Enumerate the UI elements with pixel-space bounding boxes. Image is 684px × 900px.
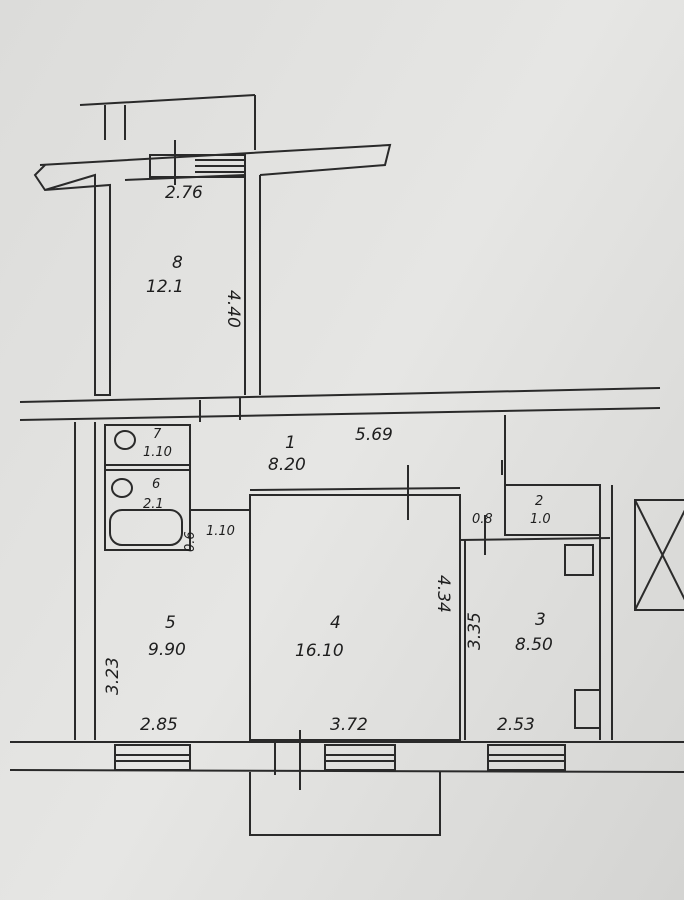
room4-width: 3.72 (330, 715, 368, 735)
room1-number: 1 (285, 433, 296, 453)
room4-number: 4 (330, 613, 341, 633)
room6-area: 2.1 (143, 497, 164, 512)
room5-area: 9.90 (148, 640, 186, 660)
room8-area: 12.1 (146, 277, 184, 297)
room2-area: 1.0 (530, 512, 551, 527)
room7-area: 1.10 (143, 445, 172, 460)
room4-area: 16.10 (295, 641, 344, 661)
room3-length: 3.35 (465, 612, 485, 650)
labels: 2.76 8 12.1 4.40 7 1.10 6 2.1 0.6 1.10 1… (103, 183, 553, 735)
room2-number: 2 (535, 494, 543, 509)
corridor-small-dim: 0.6 (183, 531, 198, 552)
room5-width: 2.85 (140, 715, 178, 735)
room1-area: 8.20 (268, 455, 306, 475)
hall-length: 5.69 (355, 425, 393, 445)
room2-small-dim: 0.8 (472, 512, 493, 527)
room8-number: 8 (172, 253, 183, 273)
room3-width: 2.53 (497, 715, 535, 735)
room8-width: 2.76 (165, 183, 203, 203)
room5-length: 3.23 (103, 657, 123, 695)
room4-length: 4.34 (433, 575, 453, 613)
room8-length: 4.40 (223, 290, 243, 328)
room5-number: 5 (165, 613, 176, 633)
room6-number: 6 (152, 477, 160, 492)
room3-number: 3 (535, 610, 546, 630)
walls (9, 94, 684, 836)
room3-area: 8.50 (515, 635, 553, 655)
room7-number: 7 (153, 427, 162, 442)
corridor-width: 1.10 (206, 524, 235, 539)
